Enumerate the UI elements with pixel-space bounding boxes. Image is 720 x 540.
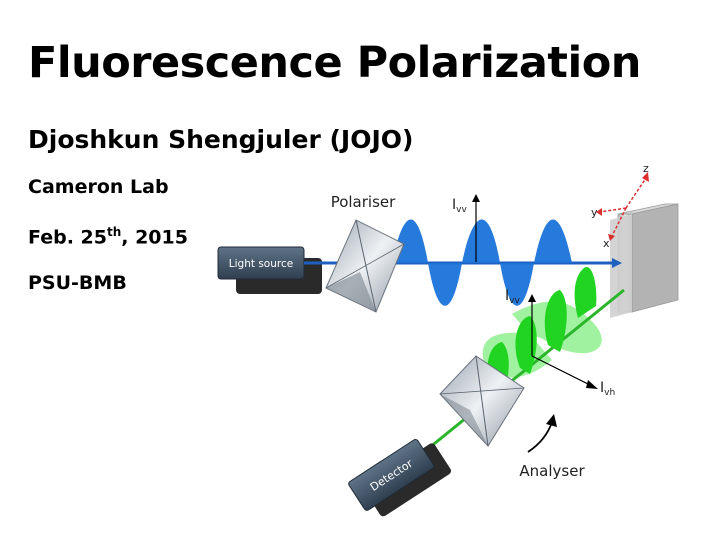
polariser-prism [325, 219, 405, 313]
x-axis-label: x [603, 237, 610, 250]
date-year: , 2015 [121, 226, 188, 249]
emission-wave-horizontal [482, 301, 602, 378]
ivh-label: Ivh [600, 380, 615, 398]
z-axis-label: z [643, 162, 649, 175]
z-axis [625, 177, 647, 209]
ivh-axis [531, 355, 593, 387]
ivv-emission-label: Ivv [505, 288, 520, 306]
lab-name: Cameron Lab [28, 176, 169, 198]
y-axis [599, 207, 627, 213]
y-axis-arrowhead [596, 208, 602, 216]
department: PSU-BMB [28, 272, 127, 294]
coordinate-axes [599, 177, 647, 237]
ivv-excitation-label: Ivv [452, 197, 467, 215]
analyser-prism [439, 355, 525, 447]
analyser-rotation-arrowhead [546, 414, 557, 427]
ivv-emission-arrowhead [528, 294, 536, 302]
excitation-wave [392, 219, 572, 306]
detector: Detector [348, 439, 452, 517]
analyser-rotation-arrow [527, 421, 553, 453]
analyser-label: Analyser [519, 462, 585, 480]
presentation-date: Feb. 25th, 2015 [28, 225, 188, 248]
polariser-label: Polariser [331, 193, 396, 211]
author-name: Djoshkun Shengjuler (JOJO) [28, 125, 414, 154]
sample-cuvette [610, 203, 679, 318]
x-axis [611, 207, 627, 237]
light-source: Light source [217, 246, 322, 294]
x-axis-arrowhead [608, 234, 615, 241]
ivh-arrowhead [586, 380, 598, 389]
date-superscript: th [106, 225, 122, 239]
y-axis-label: y [591, 206, 598, 219]
light-source-label: Light source [229, 258, 293, 270]
ivv-excitation-arrowhead [472, 194, 480, 202]
z-axis-arrowhead [642, 172, 649, 182]
excitation-beam-arrowhead [612, 258, 622, 268]
date-main: Feb. 25 [28, 226, 107, 249]
slide-title: Fluorescence Polarization [28, 38, 641, 88]
